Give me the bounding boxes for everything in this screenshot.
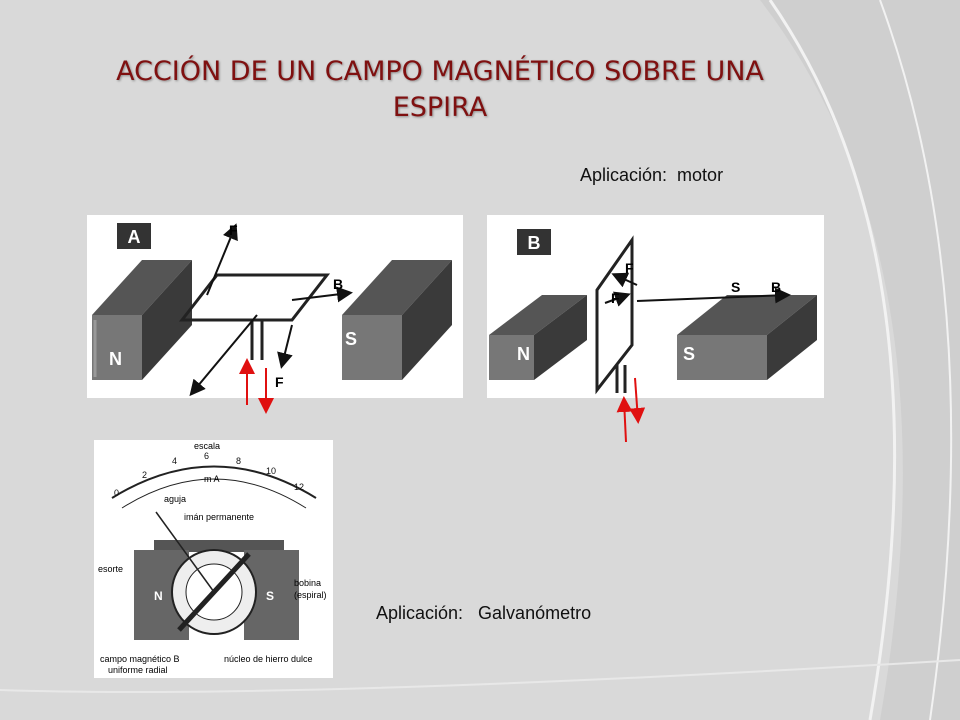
magnet-n-b [489, 295, 587, 380]
pole-n-b: N [517, 344, 530, 364]
core-label: núcleo de hierro dulce [224, 654, 313, 664]
diagonal-arrow [189, 314, 258, 397]
tick-10: 10 [266, 466, 276, 476]
force-arrow-b2 [604, 291, 631, 307]
galvanometer-svg: 0 2 4 6 8 10 12 escala m A N S aguja imá… [98, 441, 327, 675]
loop-b [595, 235, 634, 395]
galvanometer-panel: 0 2 4 6 8 10 12 escala m A N S aguja imá… [94, 440, 333, 678]
field-label-2: uniforme radial [108, 665, 168, 675]
scale-label: escala [194, 441, 220, 451]
tick-4: 4 [172, 456, 177, 466]
coil-label-2: (espiral) [294, 590, 327, 600]
field-label-1: campo magnético B [100, 654, 180, 664]
title-line-2: ESPIRA [392, 92, 488, 123]
tick-0: 0 [114, 488, 119, 498]
magnet-s [342, 260, 452, 380]
caption-galvanometer: Aplicación: Galvanómetro [376, 603, 592, 623]
diagram-a-svg: A N S F B F [92, 222, 452, 397]
magnet-s-b [677, 295, 817, 380]
badge-a [117, 223, 151, 249]
field-arrow-b [636, 287, 791, 304]
unit-label: m A [204, 474, 220, 484]
diagram-b-svg: B N S F F S B [489, 229, 817, 395]
diagram-b-panel: B N S F F S B [487, 215, 824, 398]
scale-arc-inner [121, 478, 307, 509]
force-bottom-label: F [275, 374, 284, 390]
scale-arc [111, 465, 317, 499]
magnet-label: imán permanente [184, 512, 254, 522]
caption-motor: Aplicación: motor [580, 165, 724, 185]
field-label-a: B [333, 276, 343, 292]
field-b-label: B [771, 279, 781, 295]
field-s-label: S [731, 279, 740, 295]
force-top-label: F [229, 222, 238, 238]
needle-pointer [155, 511, 215, 593]
force-arrow-top [206, 223, 238, 296]
force-b1-label: F [625, 260, 634, 276]
galv-pole-n: N [154, 589, 163, 603]
magnet-n [92, 260, 192, 380]
badge-b [517, 229, 551, 255]
diagram-a-panel: A N S F B F [87, 215, 463, 398]
force-b2-label: F [611, 290, 620, 306]
force-arrow-b1 [611, 272, 638, 288]
slide-title: ACCIÓN DE UN CAMPO MAGNÉTICO SOBRE UNA E… [90, 54, 790, 126]
tick-2: 2 [142, 470, 147, 480]
magnet-bar [154, 540, 284, 552]
coil-label-1: bobina [294, 578, 321, 588]
badge-a-label: A [128, 227, 141, 247]
tick-6: 6 [204, 451, 209, 461]
loop-a [178, 273, 331, 360]
pole-s-a: S [345, 329, 357, 349]
badge-b-label: B [528, 233, 541, 253]
pole-s-b: S [683, 344, 695, 364]
force-arrow-bottom [277, 324, 293, 369]
field-arrow [291, 286, 353, 303]
spring-label: esorte [98, 564, 123, 574]
pole-n-a: N [109, 349, 122, 369]
tick-labels: 0 2 4 6 8 10 12 [114, 451, 304, 498]
title-line-1: ACCIÓN DE UN CAMPO MAGNÉTICO SOBRE UNA [116, 56, 764, 87]
tick-8: 8 [236, 456, 241, 466]
galv-pole-s: S [266, 589, 274, 603]
tick-12: 12 [294, 482, 304, 492]
needle-label: aguja [164, 494, 186, 504]
